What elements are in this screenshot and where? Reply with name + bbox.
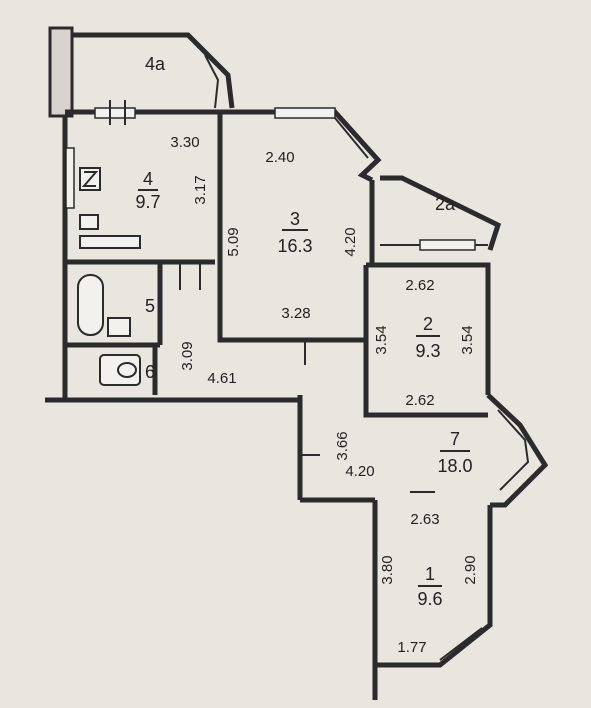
- dim-kitchen-width: 3.30: [170, 134, 199, 151]
- walls: [45, 26, 549, 700]
- room-3-area: 16.3: [277, 236, 312, 256]
- labels: 4a 2a 4 9.7 3 16.3 2 9.3 5 6 7 18.0 1 9.…: [135, 54, 472, 609]
- dim-hall-height: 3.66: [334, 431, 351, 460]
- dim-room1-right: 2.90: [462, 555, 479, 584]
- dim-room2-right: 3.54: [459, 325, 476, 354]
- dim-room3-bottom: 3.28: [281, 305, 310, 322]
- dim-room3-left: 5.09: [225, 227, 242, 256]
- dim-room3-right: 4.20: [342, 227, 359, 256]
- toilet: [99, 317, 141, 386]
- room-3-number: 3: [290, 209, 300, 229]
- dim-room1-top: 2.63: [410, 511, 439, 528]
- room-6-number: 6: [145, 362, 155, 382]
- dim-bath-height: 3.09: [179, 341, 196, 370]
- dim-kitchen-depth: 3.17: [192, 175, 209, 204]
- dim-corridor-width: 4.61: [207, 370, 236, 387]
- dim-room3-top: 2.40: [265, 149, 294, 166]
- room-1-area: 9.6: [417, 589, 442, 609]
- balcony-2a-label: 2a: [435, 194, 456, 214]
- dim-room1-left: 3.80: [379, 555, 396, 584]
- column: [48, 26, 74, 118]
- dim-hall-width: 4.20: [345, 463, 374, 480]
- room-7-area: 18.0: [437, 456, 472, 476]
- room-7-number: 7: [450, 429, 460, 449]
- room-5-number: 5: [145, 296, 155, 316]
- dim-room1-bottom: 1.77: [397, 639, 426, 656]
- dim-room2-top: 2.62: [405, 277, 434, 294]
- room-2-area: 9.3: [415, 341, 440, 361]
- dim-room2-left: 3.54: [373, 325, 390, 354]
- bathtub: [77, 274, 104, 336]
- door-marks: [109, 100, 435, 493]
- room-1-number: 1: [425, 564, 435, 584]
- kitchen-fixtures: [79, 167, 141, 249]
- room-4-area: 9.7: [135, 192, 160, 212]
- dimension-labels: 3.30 3.17 2.40 5.09 4.20 3.28 2.62 3.54 …: [170, 134, 479, 656]
- room-2-number: 2: [423, 314, 433, 334]
- room-4-number: 4: [143, 169, 153, 189]
- balcony-4a-label: 4a: [145, 54, 166, 74]
- windows: [65, 107, 476, 251]
- dim-room2-bottom: 2.62: [405, 392, 434, 409]
